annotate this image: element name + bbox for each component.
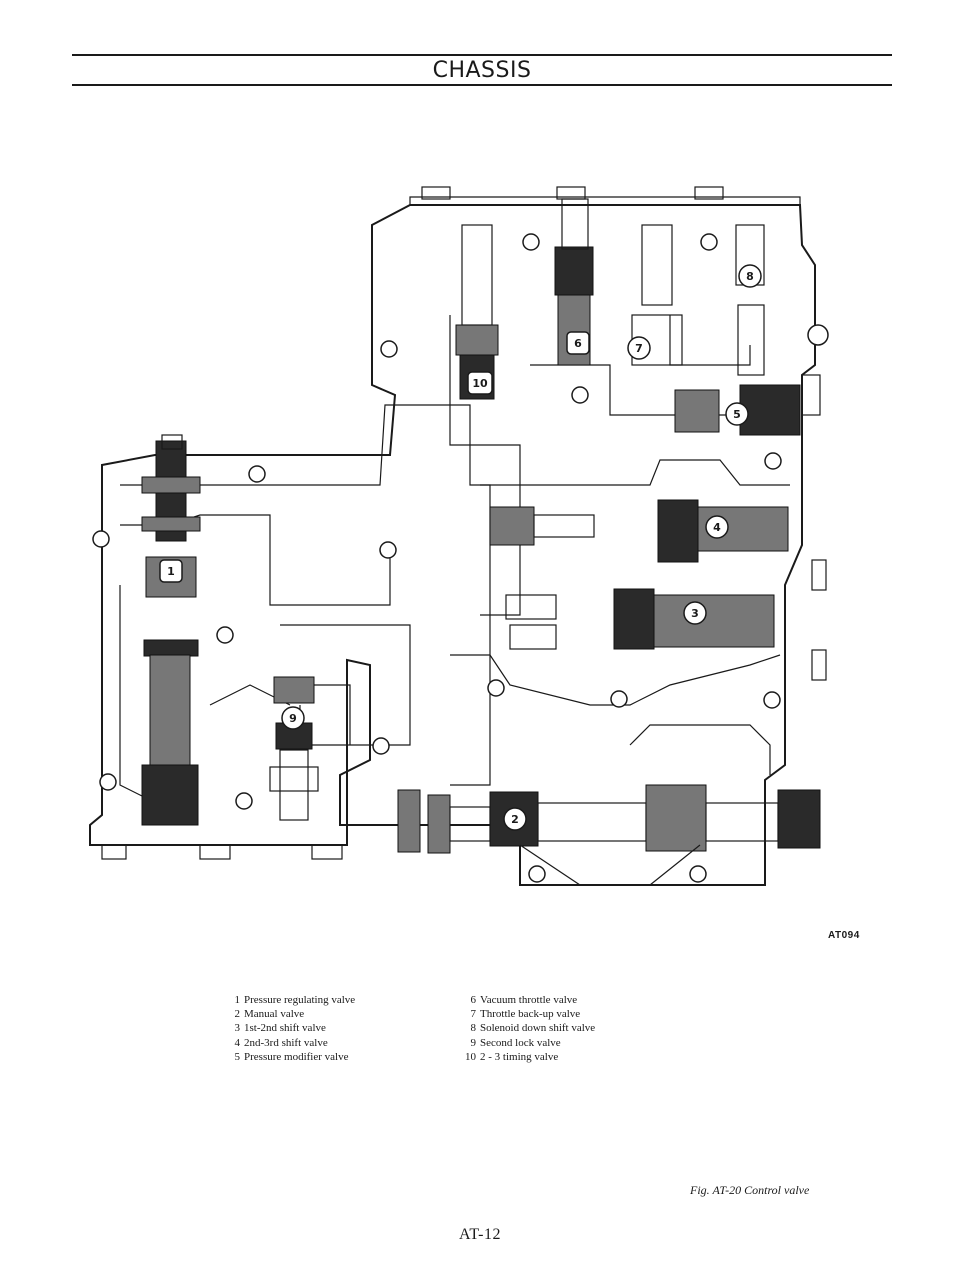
svg-text:7: 7 — [635, 342, 643, 355]
valve-body-outline — [89, 204, 816, 886]
header-rule-bottom — [72, 84, 892, 86]
svg-text:5: 5 — [733, 408, 741, 421]
svg-text:8: 8 — [746, 270, 754, 283]
callout-9: 9 — [281, 706, 305, 730]
legend-label: Pressure modifier valve — [244, 1050, 349, 1063]
legend-label: 2nd-3rd shift valve — [244, 1036, 328, 1049]
svg-text:9: 9 — [289, 712, 297, 725]
figure-caption: Fig. AT-20 Control valve — [690, 1183, 810, 1197]
page-number: AT-12 — [459, 1226, 501, 1243]
header-rule-top — [72, 54, 892, 56]
legend-label: Solenoid down shift valve — [480, 1022, 596, 1035]
svg-text:10: 10 — [472, 377, 488, 390]
legend-label: Second lock valve — [480, 1036, 561, 1049]
page-header: CHASSIS — [432, 58, 532, 83]
legend-label: Vacuum throttle valve — [480, 994, 578, 1006]
legend-label: 2 - 3 timing valve — [480, 1050, 559, 1063]
control-valve-diagram: 1 2 3 4 5 6 7 8 9 10 — [89, 186, 829, 886]
callout-3: 3 — [683, 601, 707, 625]
svg-text:3: 3 — [691, 607, 699, 620]
legend-number: 7 — [470, 1008, 477, 1021]
svg-text:4: 4 — [713, 521, 721, 534]
svg-text:1: 1 — [167, 565, 175, 578]
callout-6: 6 — [566, 331, 590, 355]
legend-label: Pressure regulating valve — [244, 994, 356, 1006]
callout-10: 10 — [467, 371, 493, 395]
legend-label: Manual valve — [244, 1008, 305, 1021]
legend-number: 5 — [234, 1050, 241, 1063]
legend-number: 9 — [470, 1036, 477, 1049]
legend-number: 10 — [465, 1050, 476, 1063]
callout-7: 7 — [627, 336, 651, 360]
svg-text:6: 6 — [574, 337, 582, 350]
legend-number: 4 — [234, 1036, 241, 1049]
figure-code: AT094 — [828, 930, 860, 941]
legend-number: 2 — [234, 1008, 241, 1021]
svg-text:2: 2 — [511, 813, 519, 826]
legend-number: 3 — [234, 1022, 241, 1035]
callout-5: 5 — [725, 402, 749, 426]
legend-item: 10 2 - 3 timing valve — [464, 1050, 595, 1064]
legend-number: 6 — [470, 994, 477, 1006]
legend-number: 1 — [234, 994, 241, 1006]
callout-8: 8 — [738, 264, 762, 288]
legend-label: 1st-2nd shift valve — [244, 1022, 326, 1035]
callout-2: 2 — [503, 807, 527, 831]
callout-1: 1 — [159, 559, 183, 583]
legend-number: 8 — [470, 1022, 477, 1035]
callout-4: 4 — [705, 515, 729, 539]
legend-label: Throttle back-up valve — [480, 1008, 581, 1021]
